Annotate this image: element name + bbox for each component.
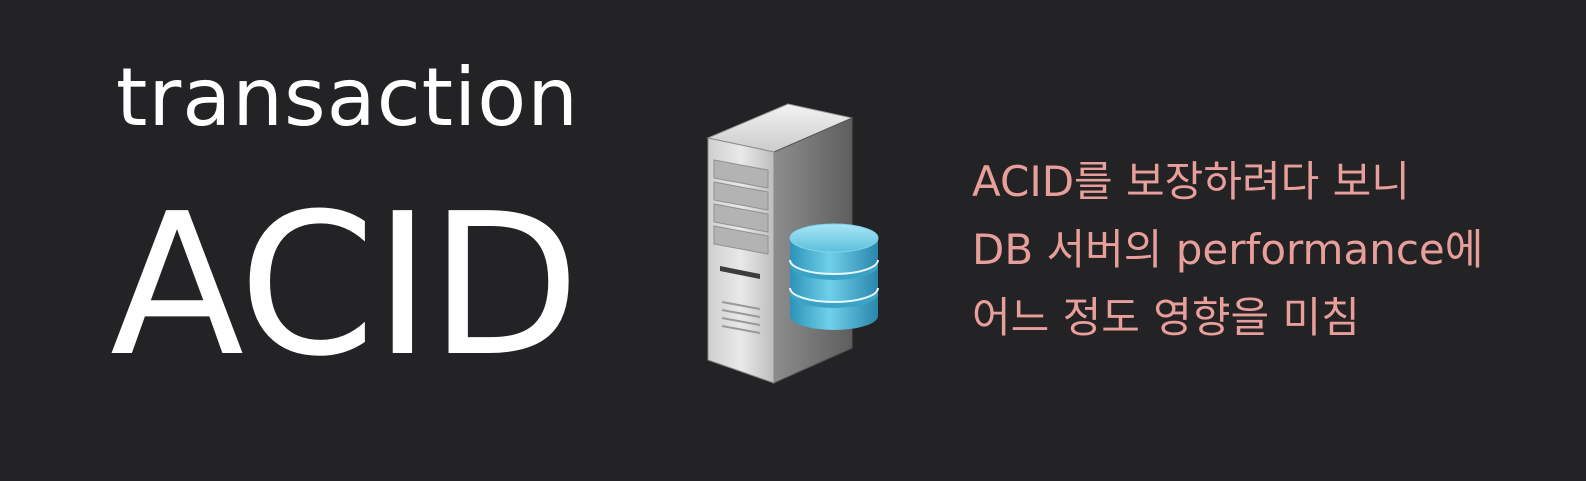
notes-text: ACID를 보장하려다 보니 DB 서버의 performance에 어느 정도… bbox=[972, 148, 1552, 352]
database-server-icon bbox=[700, 98, 885, 388]
acid-heading: ACID bbox=[110, 172, 580, 400]
notes-line-1: ACID를 보장하려다 보니 bbox=[972, 157, 1410, 206]
notes-line-2: DB 서버의 performance에 bbox=[972, 225, 1484, 274]
transaction-heading: transaction bbox=[116, 51, 579, 144]
notes-line-3: 어느 정도 영향을 미침 bbox=[972, 293, 1360, 342]
